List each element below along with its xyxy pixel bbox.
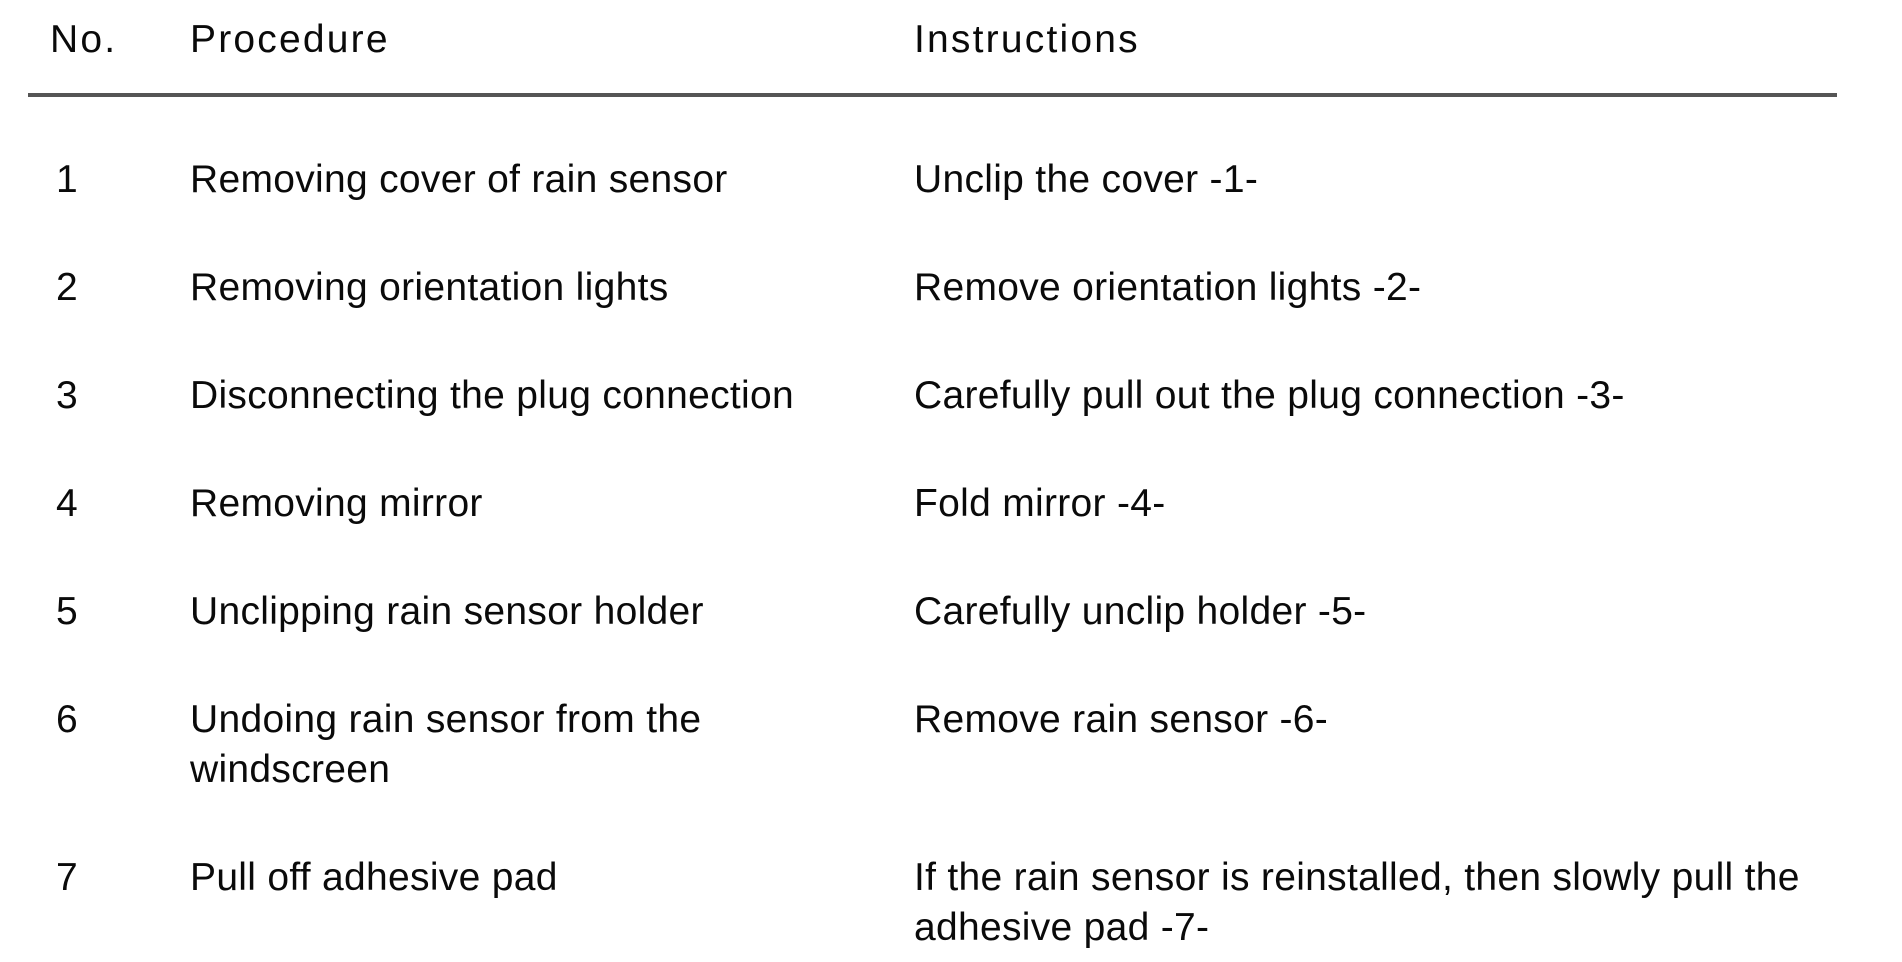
- procedure-table: No. Procedure Instructions 1 Removing co…: [28, 0, 1837, 953]
- instructions-cell: Remove orientation lights -2-: [914, 266, 1422, 309]
- row-number: 4: [56, 482, 78, 525]
- row-number: 3: [56, 374, 78, 417]
- table-row: 6 Undoing rain sensor from the windscree…: [28, 695, 1837, 795]
- header-no: No.: [50, 18, 118, 61]
- row-number: 1: [56, 158, 78, 201]
- procedure-cell: Removing mirror: [190, 482, 483, 525]
- row-number: 7: [56, 856, 78, 899]
- procedure-cell: Removing cover of rain sensor: [190, 158, 728, 201]
- table-row: 4 Removing mirror Fold mirror -4-: [28, 479, 1837, 529]
- table-row: 7 Pull off adhesive pad If the rain sens…: [28, 853, 1837, 953]
- instructions-cell: Carefully pull out the plug connection -…: [914, 374, 1625, 417]
- instructions-cell: Remove rain sensor -6-: [914, 698, 1329, 741]
- instructions-cell: If the rain sensor is reinstalled, then …: [914, 856, 1800, 949]
- procedure-cell: Removing orientation lights: [190, 266, 669, 309]
- procedure-cell: Undoing rain sensor from the windscreen: [190, 698, 702, 791]
- instructions-cell: Carefully unclip holder -5-: [914, 590, 1367, 633]
- procedure-cell: Pull off adhesive pad: [190, 856, 558, 899]
- table-row: 3 Disconnecting the plug connection Care…: [28, 371, 1837, 421]
- procedure-cell: Disconnecting the plug connection: [190, 374, 794, 417]
- row-number: 2: [56, 266, 78, 309]
- table-row: 5 Unclipping rain sensor holder Carefull…: [28, 587, 1837, 637]
- row-number: 6: [56, 698, 78, 741]
- header-instructions: Instructions: [914, 18, 1140, 61]
- table-row: 2 Removing orientation lights Remove ori…: [28, 263, 1837, 313]
- table-row: 1 Removing cover of rain sensor Unclip t…: [28, 155, 1837, 205]
- instructions-cell: Unclip the cover -1-: [914, 158, 1259, 201]
- table-header-row: No. Procedure Instructions: [28, 0, 1837, 97]
- row-number: 5: [56, 590, 78, 633]
- procedure-cell: Unclipping rain sensor holder: [190, 590, 704, 633]
- instructions-cell: Fold mirror -4-: [914, 482, 1166, 525]
- header-procedure: Procedure: [190, 18, 390, 61]
